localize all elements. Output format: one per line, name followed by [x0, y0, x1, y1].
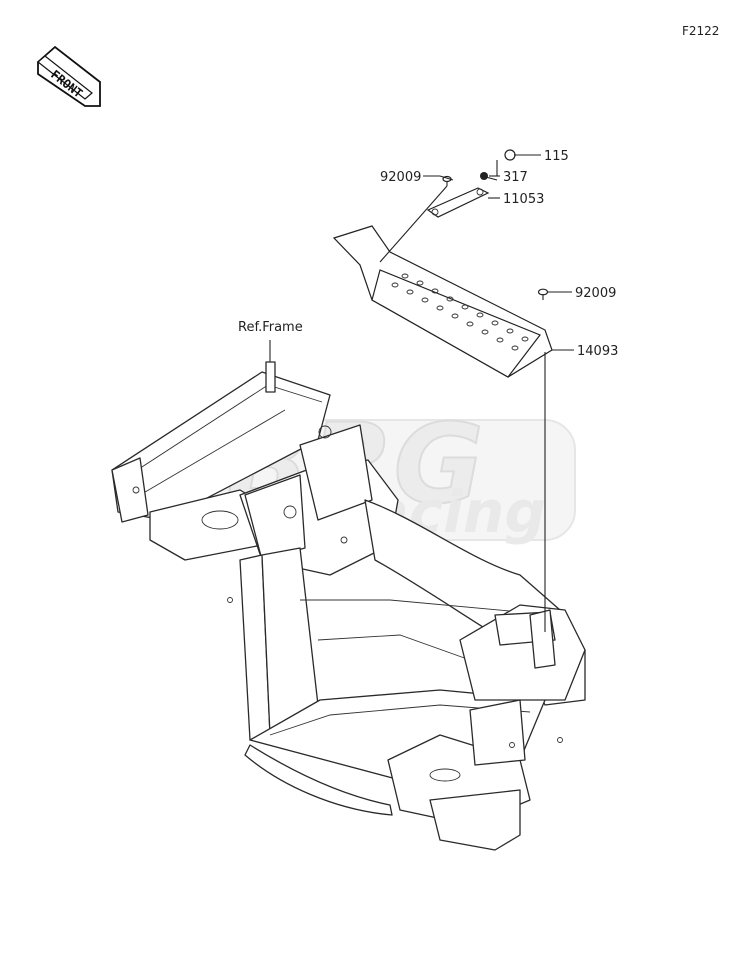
- part-label-115: 115: [544, 149, 569, 164]
- cap-115-icon: [504, 149, 516, 161]
- part-label-317: 317: [503, 170, 528, 185]
- screw-92009-lower-icon: [537, 288, 549, 300]
- front-arrow-icon: FRONT: [37, 45, 101, 107]
- bracket-11053: [426, 187, 490, 218]
- step-plate-14093: [332, 225, 553, 378]
- figure-code: F2122: [682, 24, 719, 38]
- leader-lines: [379, 154, 574, 632]
- ref-frame-label: Ref.Frame: [238, 320, 303, 335]
- frame-drawing: [111, 340, 586, 851]
- part-label-11053: 11053: [503, 192, 544, 207]
- part-label-14093: 14093: [577, 344, 618, 359]
- part-label-92009-lower: 92009: [575, 286, 616, 301]
- part-label-92009-upper: 92009: [380, 170, 421, 185]
